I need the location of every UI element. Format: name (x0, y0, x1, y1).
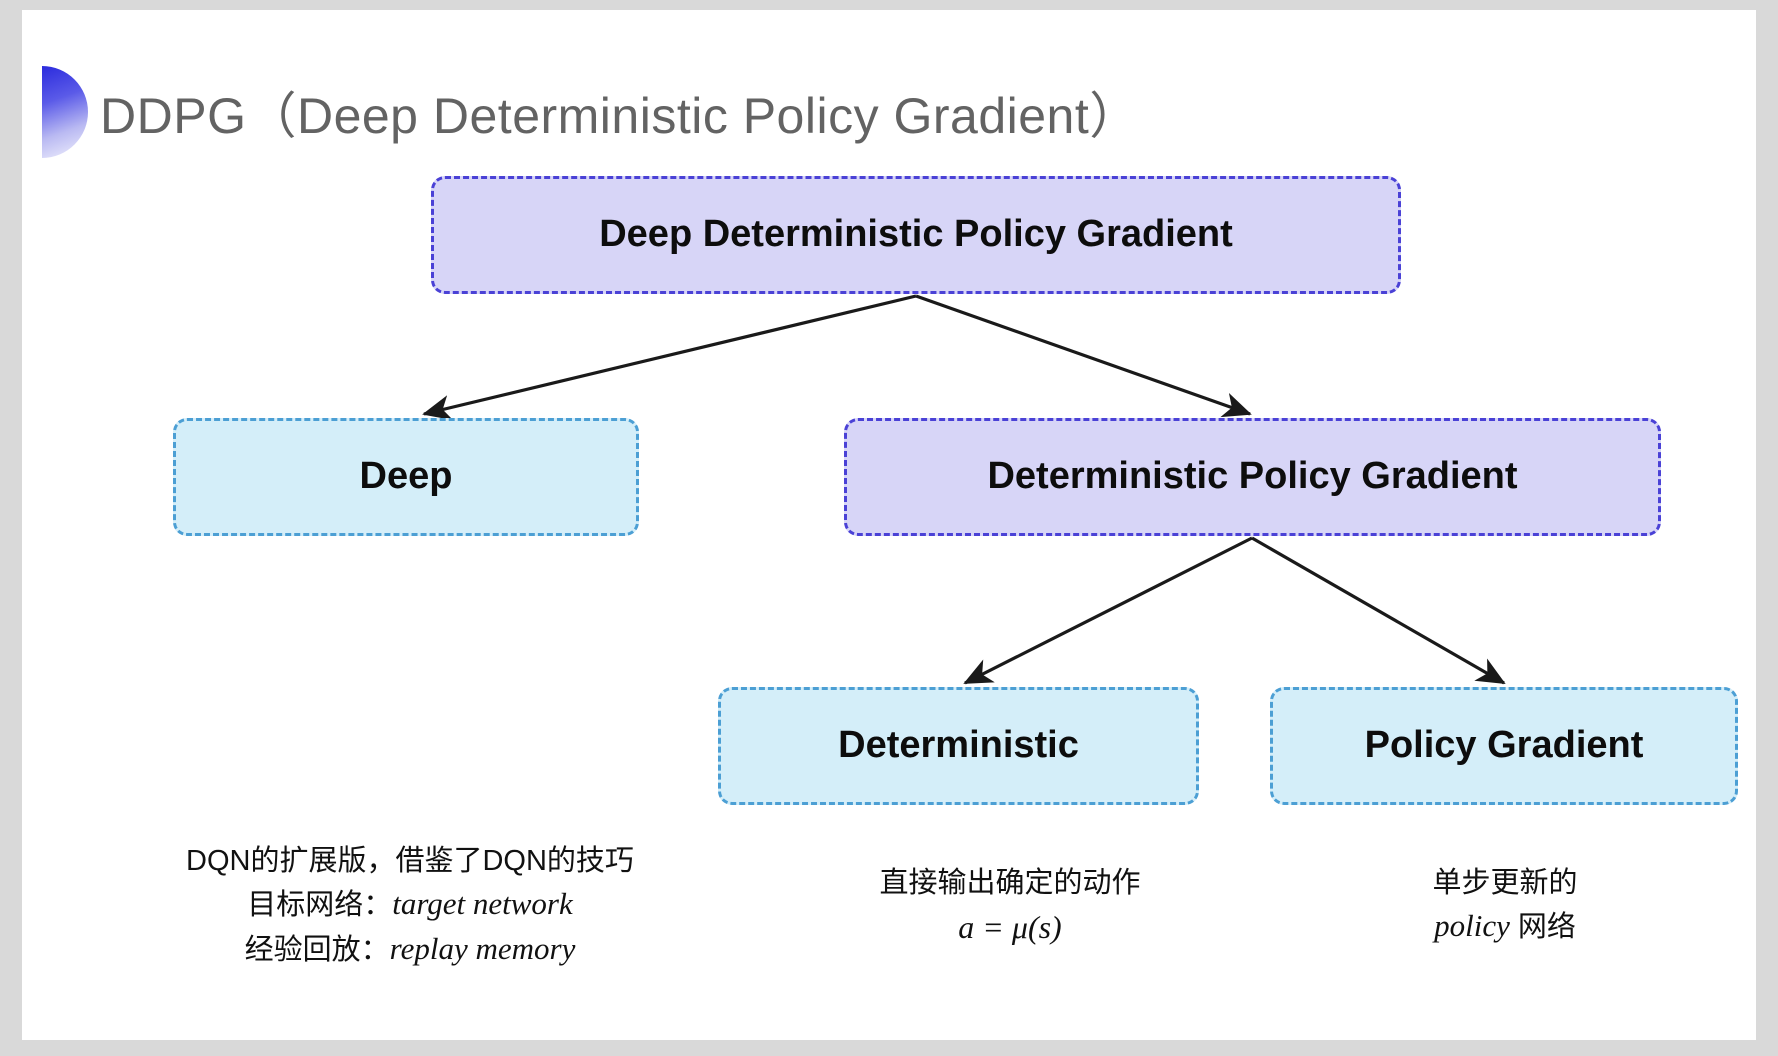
slide-frame-right (1756, 0, 1778, 1056)
caption-deep-line-2: 目标网络：target network (100, 882, 720, 927)
arrow-dpg-to-policy-gradient (1251, 536, 1506, 685)
node-label: Deterministic Policy Gradient (987, 455, 1518, 498)
slide-frame-left (0, 0, 22, 1056)
caption-deep-line-1: DQN的扩展版，借鉴了DQN的技巧 (186, 845, 634, 877)
caption-deep-line-2-term: target network (392, 886, 573, 922)
caption-deep-line-3-term: replay memory (389, 930, 576, 966)
node-label: Deterministic (838, 724, 1079, 767)
arrow-root-to-deep (422, 294, 917, 421)
node-label: Deep (359, 455, 453, 498)
caption-policy-gradient-suffix: 网络 (1509, 911, 1576, 944)
slide-frame-bottom (0, 1040, 1778, 1056)
page-title: DDPG（Deep Deterministic Policy Gradient） (100, 88, 1140, 144)
node-policy-gradient[interactable]: Policy Gradient (1270, 687, 1738, 805)
arrow-dpg-to-deterministic (963, 536, 1253, 685)
slide-title-row: DDPG（Deep Deterministic Policy Gradient） (42, 66, 1140, 158)
caption-policy-gradient-term: policy (1434, 908, 1510, 944)
node-deterministic-policy-gradient[interactable]: Deterministic Policy Gradient (844, 418, 1661, 536)
caption-deep-line-3: 经验回放：replay memory (100, 927, 720, 972)
node-deep-deterministic-policy-gradient[interactable]: Deep Deterministic Policy Gradient (431, 176, 1401, 294)
caption-policy-gradient-line-2: policy 网络 (1325, 904, 1685, 949)
caption-deep-line-2-label: 目标网络： (247, 889, 393, 922)
arrow-root-to-dpg (915, 294, 1252, 418)
caption-deep-line-3-label: 经验回放： (244, 933, 390, 966)
node-deep[interactable]: Deep (173, 418, 639, 536)
node-label: Deep Deterministic Policy Gradient (599, 213, 1233, 256)
caption-deterministic-formula: a = μ(s) (958, 909, 1062, 946)
node-label: Policy Gradient (1364, 724, 1644, 767)
caption-policy-gradient-line-1: 单步更新的 (1432, 867, 1578, 899)
caption-deep: DQN的扩展版，借鉴了DQN的技巧 目标网络：target network 经验… (100, 840, 720, 972)
caption-deterministic-line-1: 直接输出确定的动作 (879, 867, 1141, 899)
node-deterministic[interactable]: Deterministic (718, 687, 1199, 805)
slide-frame-top (0, 0, 1778, 10)
caption-policy-gradient: 单步更新的 policy 网络 (1325, 862, 1685, 949)
caption-deterministic: 直接输出确定的动作 a = μ(s) (790, 862, 1230, 950)
